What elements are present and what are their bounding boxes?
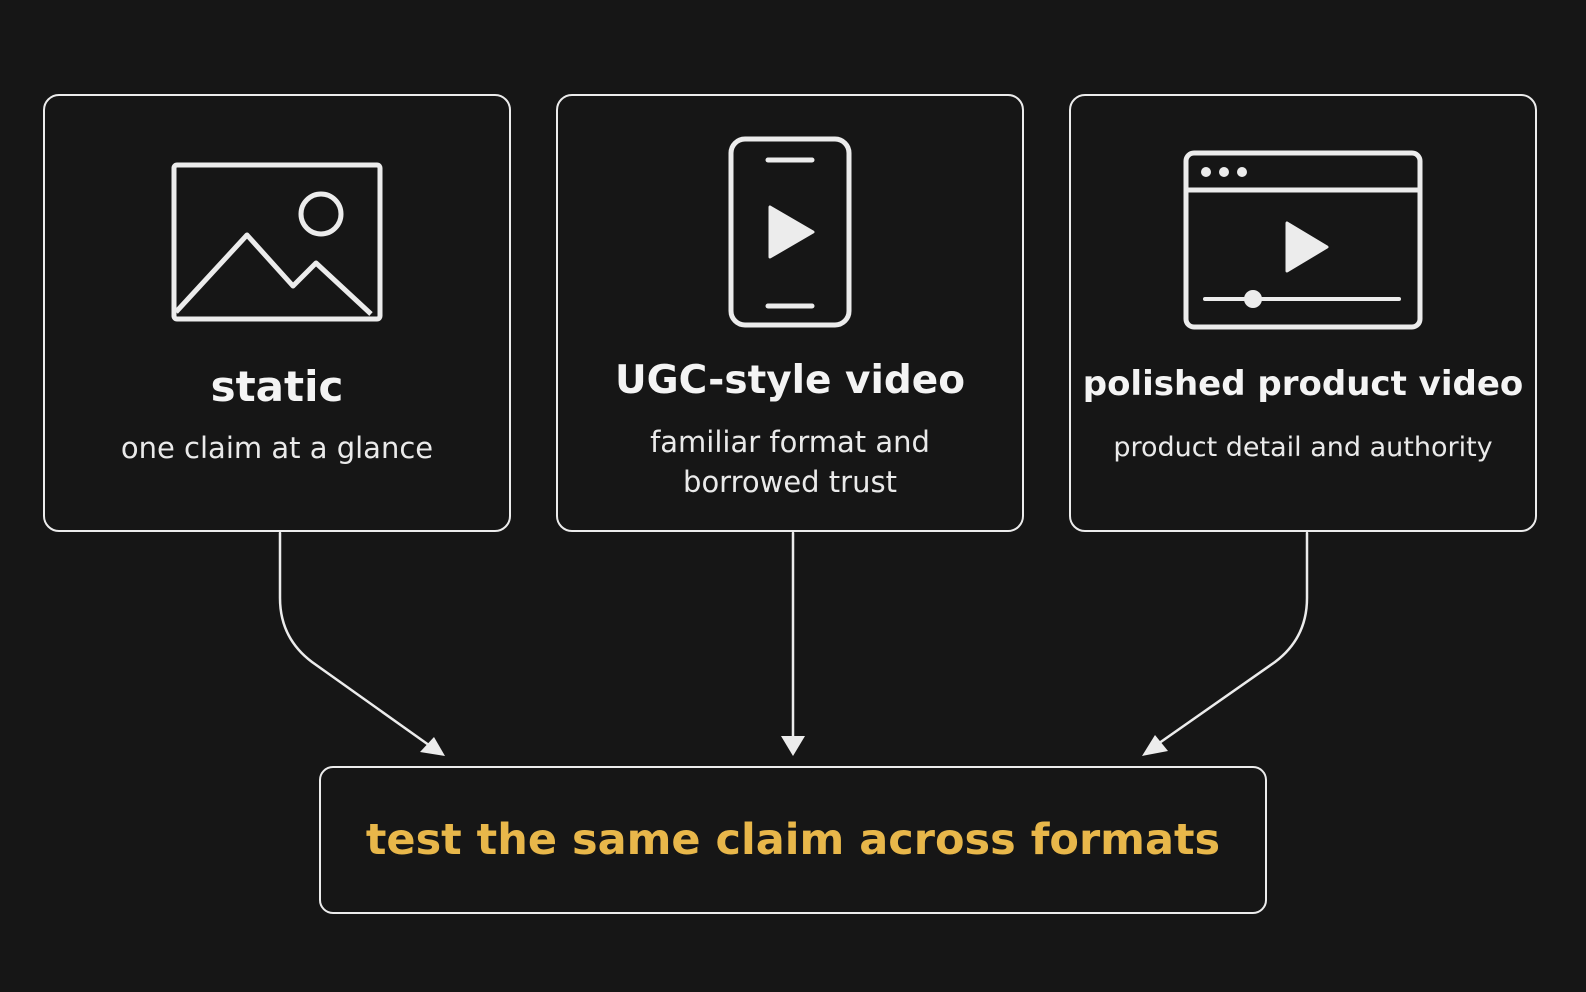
card-title: polished product video [1082,364,1524,404]
phone-video-icon [558,136,1022,328]
image-icon [45,162,509,322]
card-title: static [210,362,344,411]
result-text: test the same claim across formats [365,815,1221,865]
arrow-from-polished [1153,531,1309,748]
result-box: test the same claim across formats [319,766,1267,914]
arrowhead-right [1142,735,1168,756]
card-static: static one claim at a glance [43,94,511,532]
arrowhead-left [420,737,445,756]
card-polished-product-video: polished product video product detail an… [1069,94,1537,532]
card-title: UGC-style video [614,358,965,403]
arrowhead-center [781,736,805,756]
card-description: one claim at a glance [120,431,434,465]
card-ugc-video: UGC-style video familiar format and borr… [556,94,1024,532]
card-description: product detail and authority [1113,432,1493,463]
browser-video-player-icon [1071,150,1535,330]
card-description: familiar format and borrowed trust [650,425,930,499]
arrow-from-static [278,531,435,750]
